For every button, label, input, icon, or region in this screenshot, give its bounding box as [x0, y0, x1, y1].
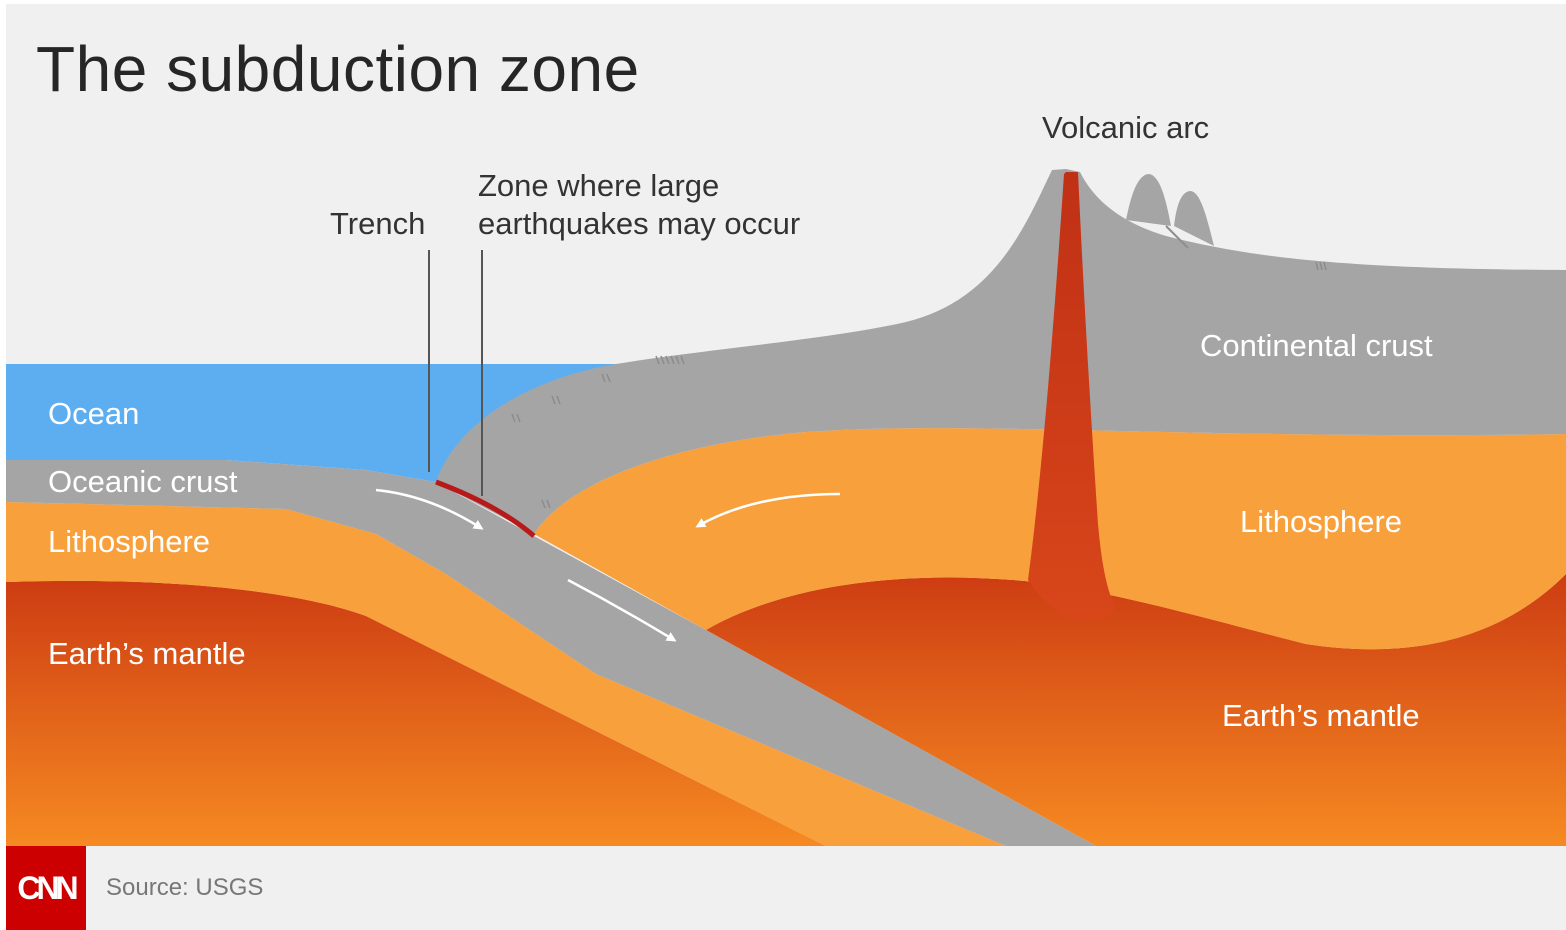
volcanic-peak-2: [1174, 191, 1214, 246]
trench-label: Trench: [330, 206, 425, 241]
magma-conduit: [1028, 172, 1116, 620]
volcanic-peak-1: [1126, 174, 1171, 226]
footer: CNN Source: USGS: [6, 846, 1566, 930]
left-mantle: [6, 580, 826, 846]
source-credit: Source: USGS: [106, 874, 264, 901]
oceanic-crust-label: Oceanic crust: [48, 464, 238, 499]
volcano-ridge-line: [1165, 225, 1189, 249]
lithosphere-left-label: Lithosphere: [48, 524, 210, 559]
continental-crust: [436, 169, 1566, 534]
page-title: The subduction zone: [36, 33, 640, 105]
oceanic-crust-slab: [6, 460, 1096, 846]
subduction-diagram: Volcanic arc Zone where large earthquake…: [6, 4, 1566, 846]
earthquake-zone-line: [435, 479, 536, 538]
mantle-right-label: Earth’s mantle: [1222, 698, 1420, 733]
infographic: Volcanic arc Zone where large earthquake…: [6, 4, 1566, 930]
slab-motion-arrow-1: [375, 488, 484, 530]
right-mantle: [706, 574, 1566, 846]
slab-motion-arrow-2: [567, 578, 677, 642]
cnn-logo: CNN: [6, 846, 86, 930]
subducting-lithosphere: [6, 502, 1006, 846]
ocean-water: [6, 364, 616, 482]
continental-crust-label: Continental crust: [1200, 328, 1433, 363]
mantle-left-label: Earth’s mantle: [48, 636, 246, 671]
ocean-label: Ocean: [48, 396, 139, 431]
hatch-marks: [511, 261, 1327, 509]
volcanic-arc-label: Volcanic arc: [1042, 110, 1209, 145]
zone-label-line2: earthquakes may occur: [478, 206, 800, 241]
mantle-flow-arrow: [695, 492, 841, 528]
lithosphere-right-label: Lithosphere: [1240, 504, 1402, 539]
zone-label-line1: Zone where large: [478, 168, 719, 203]
